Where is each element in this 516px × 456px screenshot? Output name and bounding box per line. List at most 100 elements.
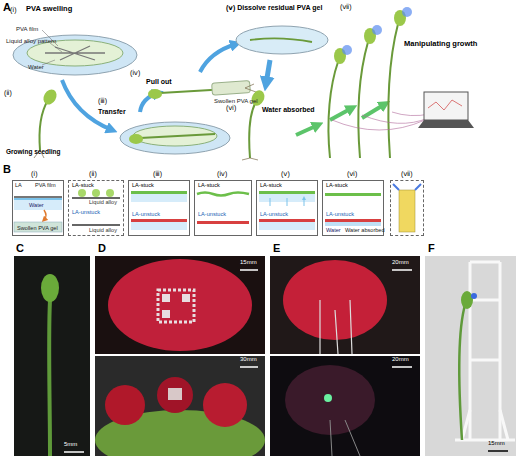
photo-background xyxy=(95,256,265,354)
step-title: Pull out xyxy=(146,78,172,86)
qr-code-pattern xyxy=(168,388,182,400)
seedling-stem xyxy=(140,134,215,138)
step-number: (ⅱ) xyxy=(4,89,12,97)
process-arrow xyxy=(44,210,46,220)
layer-label: LA-unstuck xyxy=(326,211,354,217)
rose xyxy=(203,383,247,427)
layer-label: Water xyxy=(326,227,341,233)
layer-label: Water absorbed xyxy=(345,227,385,233)
step-number: (ⅰ) xyxy=(10,6,17,14)
growth-arrow xyxy=(362,104,385,118)
photo-c xyxy=(14,256,90,456)
layer-label: LA-unstuck xyxy=(132,211,160,217)
step-number: (ⅰ) xyxy=(31,170,38,178)
seedling-root xyxy=(245,84,256,92)
layer-label: Liquid alloy xyxy=(89,199,117,205)
layer-label: LA-stuck xyxy=(132,182,154,188)
dissolve-arrow xyxy=(270,198,304,206)
step-arrow xyxy=(200,44,236,72)
photo-background xyxy=(270,356,420,456)
liquid-alloy-pattern xyxy=(45,46,105,60)
qr-code-pattern xyxy=(162,310,170,318)
leader-line xyxy=(42,30,62,65)
layer-label: LA xyxy=(15,182,22,188)
la-unstuck-layer xyxy=(259,219,315,222)
qr-code-pattern xyxy=(162,294,170,302)
light-mark xyxy=(393,184,421,190)
step-number: (ⅳ) xyxy=(130,69,140,77)
layer-label: LA-stuck xyxy=(326,182,348,188)
stem-section xyxy=(399,190,415,232)
step-number: (ⅵ) xyxy=(347,170,357,178)
panel-letter: D xyxy=(98,242,106,254)
la-droplet xyxy=(92,189,100,197)
layer-label: PVA film xyxy=(35,182,56,188)
rose xyxy=(157,377,193,413)
step-title: Growing seedling xyxy=(6,148,61,155)
layer-label: LA-stuck xyxy=(72,182,94,188)
laptop-base xyxy=(418,120,474,128)
swollen-gel-layer xyxy=(14,222,62,232)
step-arrow xyxy=(266,60,270,84)
gel-layer xyxy=(259,222,315,230)
rose-petal xyxy=(283,260,387,340)
seedling-stem xyxy=(39,100,48,150)
step-number: (ⅶ) xyxy=(401,170,413,178)
la-droplet xyxy=(106,189,114,197)
scale-bar xyxy=(240,366,258,368)
seedling-bud xyxy=(41,274,59,302)
la-stuck-layer xyxy=(131,191,187,194)
layer-label: Swollen PVA gel xyxy=(17,225,58,231)
rose-petal xyxy=(108,259,252,351)
swollen-gel-piece xyxy=(212,81,251,96)
panel-letter: B xyxy=(3,163,11,175)
photo-e xyxy=(270,256,420,456)
scale-label: 15mm xyxy=(488,440,505,447)
wire xyxy=(320,300,352,354)
scale-label: 20mm xyxy=(392,356,409,363)
la-stuck-layer xyxy=(325,193,381,196)
step-number: (ⅱ) xyxy=(89,170,97,178)
blue-light xyxy=(471,293,477,299)
step-title: Water absorbed xyxy=(262,106,315,114)
panel-letter: E xyxy=(273,242,280,254)
scale-bar xyxy=(64,451,84,453)
qr-code-pattern xyxy=(182,294,190,302)
step-title: PVA swelling xyxy=(26,5,72,13)
layer-label: Water xyxy=(29,202,44,208)
scale-label: 30mm xyxy=(240,356,257,363)
gel-layer xyxy=(131,194,187,202)
la-unstuck-layer xyxy=(131,219,187,222)
seedling-stem xyxy=(250,38,312,42)
step-title: Transfer xyxy=(98,108,126,116)
process-panel: (ⅱ)LA-stuckLiquid alloyLA-unstuckLiquid … xyxy=(68,180,124,236)
part-label: Liquid alloy pattern xyxy=(6,38,56,45)
process-panel: (ⅶ) xyxy=(390,180,424,236)
swollen-gel xyxy=(133,126,217,146)
la-unstuck-layer xyxy=(325,219,381,222)
process-panel: (ⅴ)LA-stuckLA-unstuck xyxy=(256,180,318,236)
support-stand xyxy=(470,262,500,440)
layer-label: LA-unstuck xyxy=(72,209,100,215)
growth-arrow xyxy=(330,108,352,120)
layer-label: LA-stuck xyxy=(260,182,282,188)
layer-label: LA-unstuck xyxy=(260,211,288,217)
photo-background xyxy=(270,256,420,354)
step-number: (ⅶ) xyxy=(340,3,352,11)
panel-letter: A xyxy=(3,1,11,13)
layer-label: LA-unstuck xyxy=(198,211,226,217)
growth-arrow xyxy=(296,125,318,135)
gel-layer xyxy=(131,222,187,230)
step-title: Manipulating growth xyxy=(404,40,477,48)
panel-a-art xyxy=(13,7,474,160)
photo-background xyxy=(425,256,516,456)
seedling-leaf xyxy=(41,87,59,107)
qr-code-pattern xyxy=(158,290,194,322)
part-label: Water xyxy=(28,64,44,71)
laptop-screen xyxy=(424,92,468,120)
seedling-stem xyxy=(459,305,465,440)
la-droplet xyxy=(78,189,86,197)
